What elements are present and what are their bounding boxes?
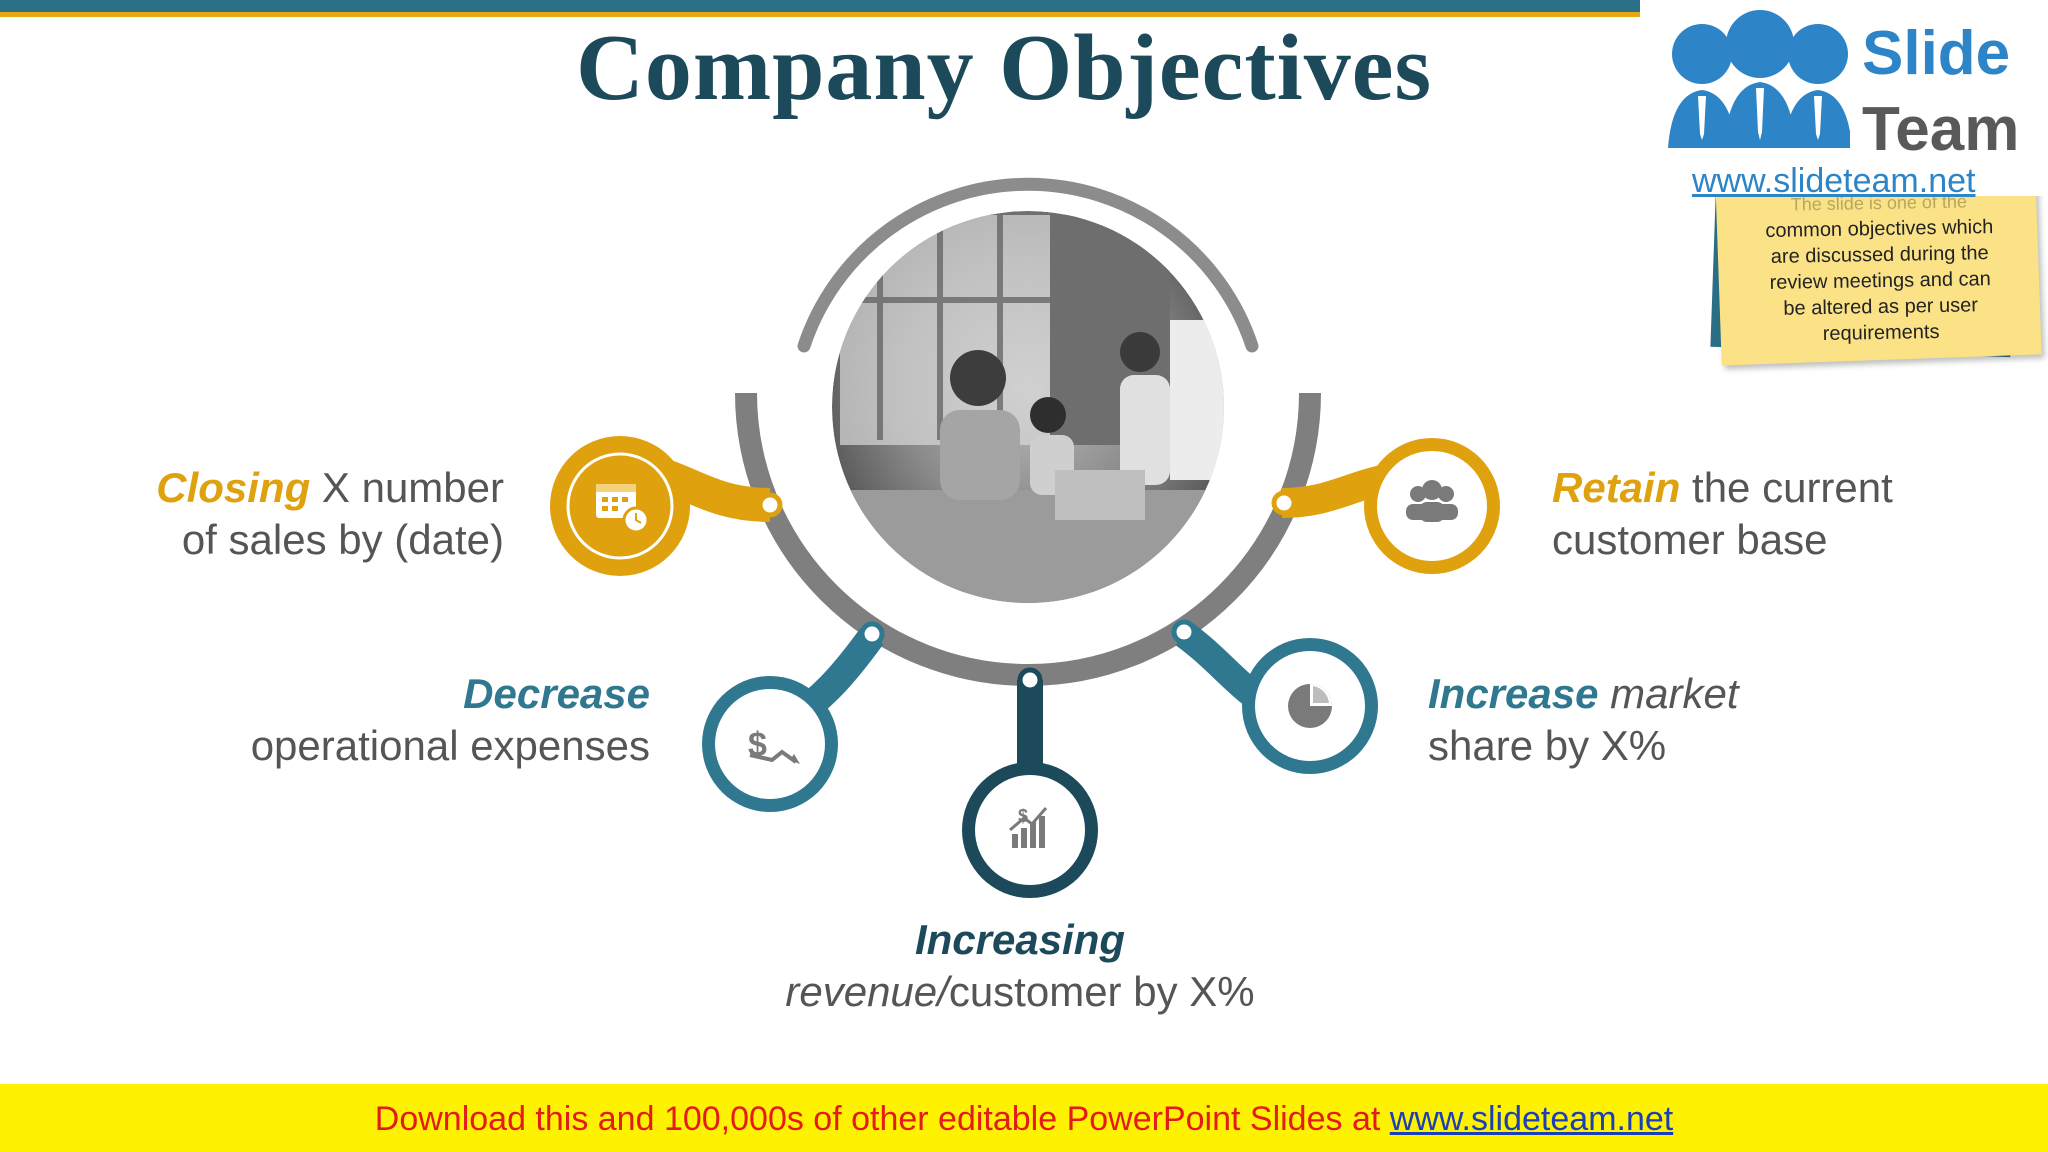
- objective-decrease-highlight: Decrease: [463, 670, 650, 717]
- logo-word-team: Team: [1862, 95, 2020, 164]
- pie-chart-icon: [1288, 684, 1332, 728]
- sticky-note-text: The slide is one of the common objective…: [1729, 187, 2032, 348]
- connector-increase: [1171, 619, 1378, 774]
- logo-url-link[interactable]: www.slideteam.net: [1692, 162, 1976, 200]
- objective-increase-line2: share by X%: [1428, 722, 1667, 769]
- objective-increasing-highlight: Increasing: [914, 916, 1126, 963]
- objective-increasing: Increasing revenue/customer by X%: [740, 914, 1300, 1018]
- objective-increase-highlight: Increase: [1428, 670, 1599, 717]
- footer-banner: [0, 1084, 2048, 1152]
- connector-decrease: [702, 621, 885, 812]
- customers-icon: [1406, 480, 1458, 522]
- footer-text: Download this and 100,000s of other edit…: [0, 1100, 2048, 1139]
- objective-closing: Closing X number of sales by (date): [100, 462, 504, 566]
- objective-retain-highlight: Retain: [1552, 464, 1681, 511]
- objective-closing-highlight: Closing: [156, 464, 311, 511]
- objective-increasing-italic: revenue/: [785, 968, 949, 1015]
- note-line-3: review meetings and can: [1769, 268, 1992, 294]
- meeting-photo: [832, 211, 1224, 603]
- objective-increasing-line2: customer by X%: [948, 968, 1255, 1015]
- top-accent-stripe: [0, 12, 1640, 17]
- note-line-5: requirements: [1822, 320, 1940, 346]
- people-logo-icon: [1668, 10, 1850, 148]
- objective-decrease-line2: operational expenses: [250, 722, 650, 769]
- objective-decrease: Decrease operational expenses: [180, 668, 650, 772]
- objective-increase: Increase market share by X%: [1428, 668, 1848, 772]
- footer-link[interactable]: www.slideteam.net: [1389, 1100, 1674, 1138]
- dollar-decrease-icon: $: [748, 726, 800, 764]
- objective-closing-line2: of sales by (date): [181, 516, 504, 563]
- top-accent-bar: [0, 0, 1640, 12]
- svg-text:$: $: [1018, 806, 1028, 826]
- objective-closing-line1: X number: [310, 464, 504, 511]
- slide-title: Company Objectives: [575, 16, 1433, 120]
- connector-increasing: [962, 667, 1098, 898]
- objective-retain-line2: customer base: [1552, 516, 1828, 563]
- outer-arc-top: [797, 177, 1259, 353]
- slideteam-logo: Slide Team: [1640, 0, 2048, 196]
- revenue-growth-icon: $: [1009, 806, 1048, 848]
- objective-retain: Retain the current customer base: [1552, 462, 1972, 566]
- objective-increase-line1: market: [1598, 670, 1739, 717]
- footer-message: Download this and 100,000s of other edit…: [374, 1100, 1390, 1138]
- calendar-clock-icon: [596, 484, 650, 534]
- objective-retain-line1: the current: [1680, 464, 1893, 511]
- logo-word-slide: Slide: [1862, 19, 2011, 88]
